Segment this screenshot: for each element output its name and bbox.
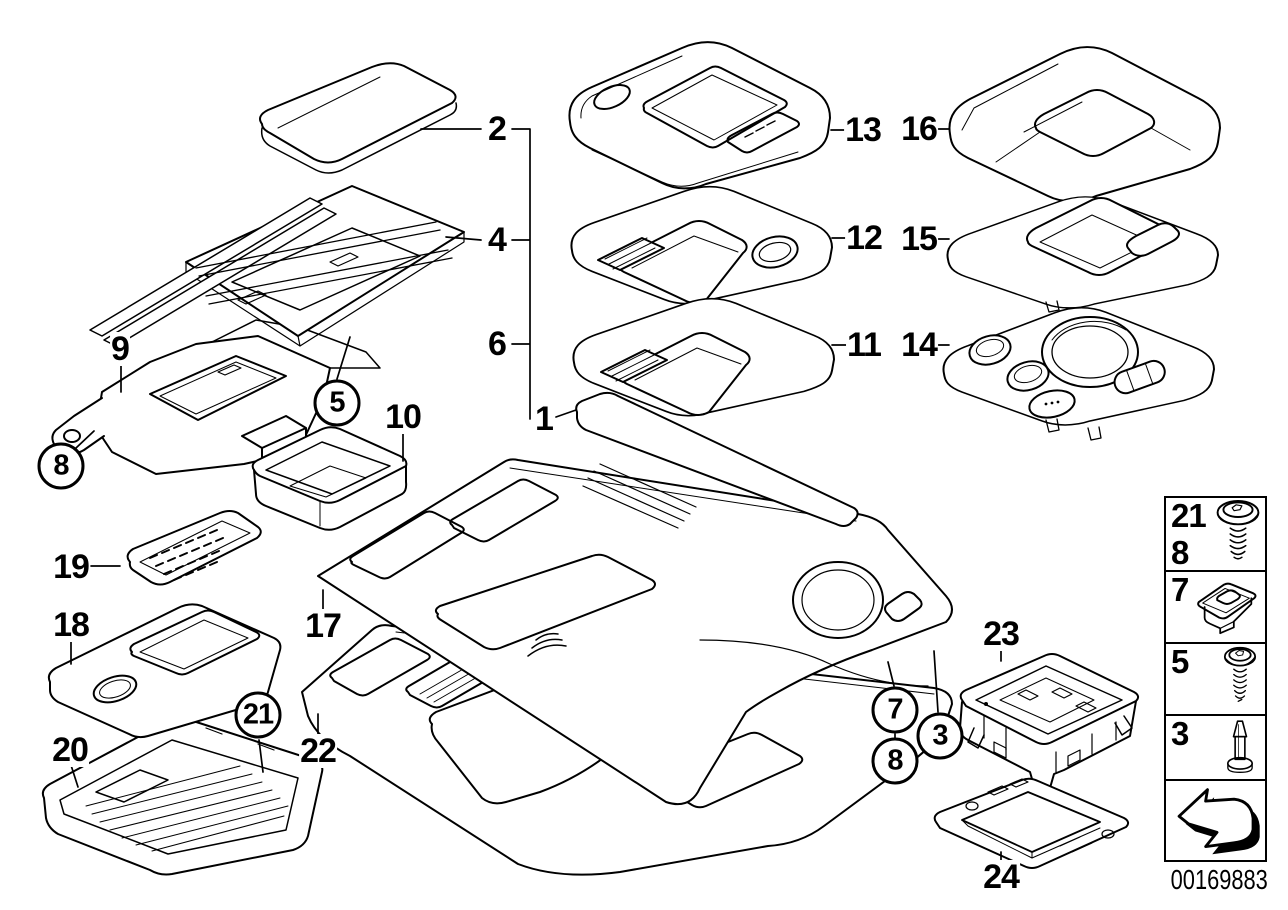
leader-lines: [69, 128, 1002, 866]
part-18-insert-tray: [47, 603, 282, 739]
legend-row-rivet-3: 3: [1166, 716, 1265, 781]
screw-icon: [1223, 646, 1257, 702]
screw-washer-icon: [1216, 500, 1260, 560]
callout-18[interactable]: 18: [52, 606, 90, 644]
legend-label-3[interactable]: 3: [1171, 716, 1189, 752]
callout-14[interactable]: 14: [900, 326, 938, 364]
callout-1[interactable]: 1: [534, 400, 554, 438]
callout-19[interactable]: 19: [52, 548, 90, 586]
callout-24[interactable]: 24: [982, 858, 1020, 896]
callout-20[interactable]: 20: [51, 731, 89, 769]
legend-label-21[interactable]: 21: [1171, 498, 1207, 534]
legend-row-arrow: [1166, 781, 1265, 860]
callout-4[interactable]: 4: [487, 221, 507, 259]
callout-15[interactable]: 15: [900, 220, 938, 258]
part-10-storage-tray: [251, 426, 408, 531]
callout-7[interactable]: 7: [871, 686, 919, 734]
callout-17[interactable]: 17: [304, 607, 342, 645]
callout-22[interactable]: 22: [299, 732, 337, 770]
legend-label-7[interactable]: 7: [1171, 572, 1189, 608]
fastener-legend: 21 8 7 5: [1164, 496, 1267, 862]
part-17-console-panel-front: [317, 458, 953, 806]
callout-11[interactable]: 11: [846, 326, 882, 364]
callout-10[interactable]: 10: [384, 398, 422, 436]
callout-12[interactable]: 12: [845, 219, 883, 257]
clip-nut-icon: [1197, 582, 1257, 635]
legend-label-5[interactable]: 5: [1171, 644, 1189, 680]
part-9-carrier-bracket: [51, 319, 381, 475]
part-4-carrier-frame: [89, 185, 465, 347]
callout-3[interactable]: 3: [916, 712, 964, 760]
part-19-rubber-mat: [126, 510, 262, 586]
callout-5[interactable]: 5: [313, 379, 361, 427]
callout-6[interactable]: 6: [487, 325, 507, 363]
callout-2[interactable]: 2: [487, 110, 507, 148]
callout-9[interactable]: 9: [110, 330, 130, 368]
direction-arrow-icon[interactable]: [1171, 784, 1263, 858]
part-2-lid: [259, 62, 458, 174]
part-23-mount-housing: [959, 653, 1140, 789]
legend-label-8[interactable]: 8: [1171, 533, 1189, 571]
part-13-panel: [568, 41, 831, 190]
legend-row-screw-21-8: 21 8: [1166, 498, 1265, 572]
callout-8b[interactable]: 8: [871, 737, 919, 785]
part-16-cover-panel: [948, 46, 1221, 211]
callout-13[interactable]: 13: [844, 111, 882, 149]
callout-8a[interactable]: 8: [37, 442, 85, 490]
part-24-mount-frame: [933, 777, 1130, 869]
callout-16[interactable]: 16: [900, 110, 938, 148]
part-14-controller-panel: [942, 306, 1215, 441]
expanding-rivet-icon: [1227, 720, 1253, 773]
image-number: 00169883: [1170, 864, 1268, 895]
part-1-trim-strip: [575, 391, 859, 527]
legend-row-screw-5: 5: [1166, 644, 1265, 716]
part-20-tray: [41, 717, 324, 876]
part-12-panel: [570, 185, 833, 305]
callout-23[interactable]: 23: [982, 615, 1020, 653]
part-15-frame-panel: [946, 195, 1219, 313]
legend-row-clip-7: 7: [1166, 572, 1265, 644]
callout-21[interactable]: 21: [234, 691, 282, 739]
